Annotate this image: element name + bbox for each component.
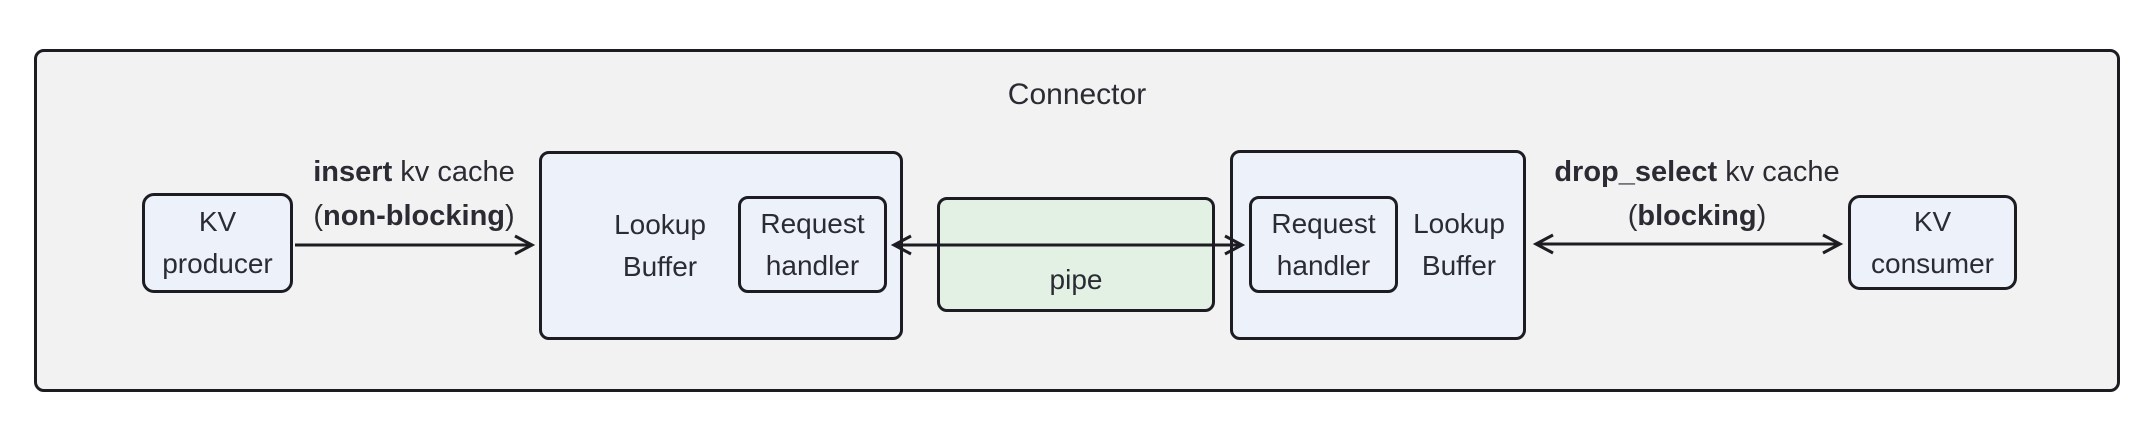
insert-paren-open: ( [313, 200, 323, 232]
lookup-buffer-left-label-line1: Lookup [614, 208, 706, 240]
request-handler-right-node: Request handler [1249, 196, 1398, 293]
lookup-buffer-left-label: Lookup Buffer [560, 154, 760, 337]
request-handler-right-label-line1: Request [1271, 207, 1376, 239]
drop-select-edge-label: drop_select kv cache (blocking) [1517, 150, 1877, 238]
drop-select-rest: kv cache [1717, 156, 1840, 188]
lookup-buffer-left-label-line2: Buffer [622, 250, 698, 282]
request-handler-left-node: Request handler [738, 196, 887, 293]
insert-rest: kv cache [392, 156, 515, 188]
drop-select-mode: blocking [1637, 200, 1757, 232]
drop-select-paren-close: ) [1756, 200, 1767, 232]
kv-producer-label-line2: producer [162, 248, 273, 279]
insert-paren-close: ) [505, 200, 515, 232]
kv-producer-node: KV producer [142, 193, 293, 293]
lookup-buffer-right-node: Request handler Lookup Buffer [1230, 150, 1526, 340]
kv-consumer-label-line1: KV [1913, 205, 1952, 237]
insert-edge-label: insert kv cache (non-blocking) [239, 150, 589, 238]
lookup-buffer-right-label-line1: Lookup [1413, 208, 1505, 239]
drop-select-verb: drop_select [1554, 156, 1718, 188]
insert-mode: non-blocking [322, 200, 506, 232]
request-handler-left-label-line2: handler [765, 249, 860, 281]
request-handler-left-label-line1: Request [760, 207, 865, 239]
lookup-buffer-left-node: Lookup Buffer Request handler [539, 151, 903, 340]
lookup-buffer-right-label: Lookup Buffer [1379, 153, 1539, 337]
lookup-buffer-right-label-line2: Buffer [1421, 250, 1497, 281]
drop-select-edge-label-line1: drop_select kv cache [1517, 150, 1877, 194]
kv-producer-label-line1: KV [198, 206, 237, 237]
pipe-node: pipe [937, 197, 1215, 312]
pipe-label: pipe [1049, 264, 1103, 295]
drop-select-paren-open: ( [1627, 200, 1638, 232]
kv-consumer-label-line2: consumer [1871, 247, 1994, 279]
request-handler-right-label-line2: handler [1276, 249, 1371, 281]
kv-consumer-node: KV consumer [1848, 195, 2017, 290]
drop-select-edge-label-line2: (blocking) [1517, 194, 1877, 238]
insert-edge-label-line1: insert kv cache [239, 150, 589, 194]
insert-verb: insert [313, 156, 393, 188]
connector-title: Connector [1007, 78, 1147, 111]
insert-edge-label-line2: (non-blocking) [239, 194, 589, 238]
